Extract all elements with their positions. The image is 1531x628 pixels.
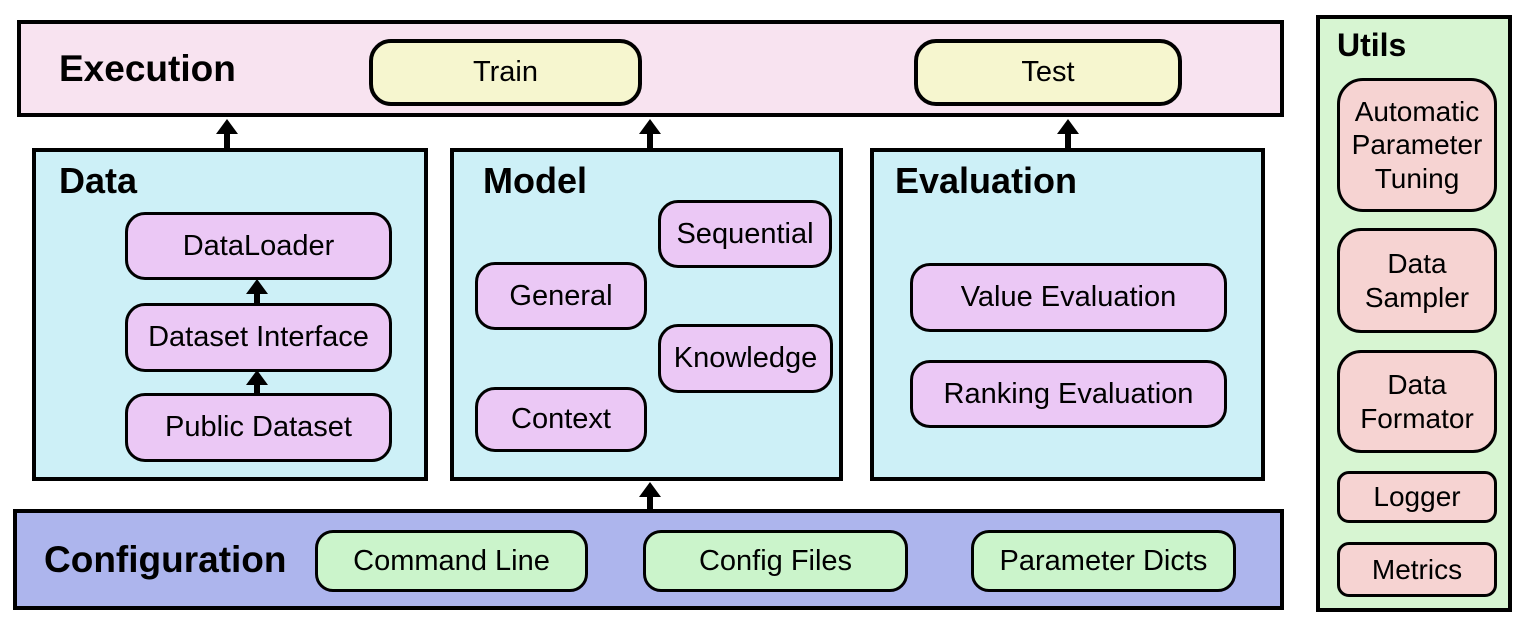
- configuration-section: Configuration Command Line Config Files …: [13, 509, 1284, 610]
- metrics-node: Metrics: [1337, 542, 1497, 597]
- public-dataset-node: Public Dataset: [125, 393, 392, 462]
- arrow-data-to-execution: [216, 119, 238, 149]
- execution-title: Execution: [59, 47, 236, 89]
- evaluation-title: Evaluation: [895, 160, 1078, 201]
- evaluation-section: Evaluation Value Evaluation Ranking Eval…: [870, 148, 1265, 481]
- dataset-interface-node: Dataset Interface: [125, 303, 392, 372]
- parameter-dicts-node: Parameter Dicts: [971, 530, 1236, 592]
- command-line-node: Command Line: [315, 530, 588, 592]
- arrow-up-icon: [246, 370, 268, 385]
- knowledge-node: Knowledge: [658, 324, 833, 393]
- value-evaluation-node: Value Evaluation: [910, 263, 1227, 332]
- arrow-configuration-to-model: [639, 482, 661, 510]
- data-formator-node: Data Formator: [1337, 350, 1497, 453]
- ranking-evaluation-node: Ranking Evaluation: [910, 360, 1227, 428]
- dataloader-node: DataLoader: [125, 212, 392, 280]
- model-title: Model: [483, 160, 587, 201]
- general-node: General: [475, 262, 647, 330]
- sequential-node: Sequential: [658, 200, 832, 268]
- arrow-up-icon: [246, 279, 268, 294]
- model-section: Model Sequential General Knowledge Conte…: [450, 148, 843, 481]
- data-title: Data: [59, 160, 138, 201]
- utils-title: Utils: [1337, 27, 1407, 63]
- arrow-public-dataset-to-dataset-interface: [246, 370, 268, 394]
- data-section: Data DataLoader Dataset Interface Public…: [32, 148, 428, 481]
- test-node: Test: [914, 39, 1182, 106]
- configuration-title: Configuration: [44, 538, 287, 580]
- execution-section: Execution Train Test: [17, 20, 1284, 117]
- data-sampler-node: Data Sampler: [1337, 228, 1497, 333]
- logger-node: Logger: [1337, 471, 1497, 523]
- arrow-up-icon: [1057, 119, 1079, 134]
- config-files-node: Config Files: [643, 530, 908, 592]
- arrow-model-to-execution: [639, 119, 661, 149]
- arrow-up-icon: [639, 482, 661, 497]
- utils-section: Utils Automatic Parameter Tuning Data Sa…: [1316, 15, 1512, 612]
- context-node: Context: [475, 387, 647, 452]
- train-node: Train: [369, 39, 642, 106]
- automatic-parameter-tuning-node: Automatic Parameter Tuning: [1337, 78, 1497, 212]
- arrow-dataset-interface-to-dataloader: [246, 279, 268, 304]
- arrow-up-icon: [216, 119, 238, 134]
- arrow-up-icon: [639, 119, 661, 134]
- arrow-evaluation-to-execution: [1057, 119, 1079, 149]
